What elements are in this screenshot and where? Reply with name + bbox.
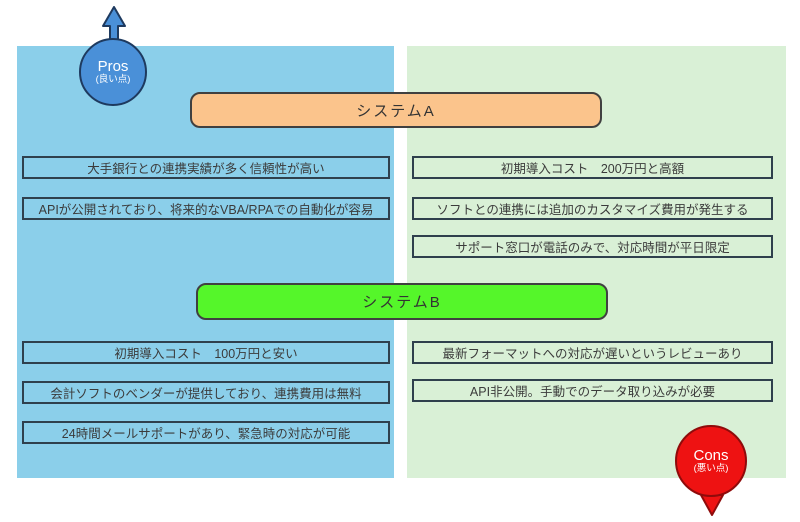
system-b-con-item: API非公開。手動でのデータ取り込みが必要 <box>412 379 773 402</box>
system-a-pro-item: 大手銀行との連携実績が多く信頼性が高い <box>22 156 390 179</box>
up-arrow-icon <box>102 6 126 51</box>
cons-sublabel: (悪い点) <box>693 463 729 475</box>
system-b-title: システムB <box>362 294 442 311</box>
system-a-pro-item: APIが公開されており、将来的なVBA/RPAでの自動化が容易 <box>22 197 390 220</box>
system-a-title: システムA <box>356 102 436 120</box>
pros-badge: Pros (良い点) <box>79 38 147 106</box>
system-b-pro-item: 24時間メールサポートがあり、緊急時の対応が可能 <box>22 421 390 444</box>
cons-label: Cons <box>693 446 729 464</box>
system-a-con-item: ソフトとの連携には追加のカスタマイズ費用が発生する <box>412 197 773 220</box>
cons-badge: Cons (悪い点) <box>675 425 747 497</box>
system-a-con-item: サポート窓口が電話のみで、対応時間が平日限定 <box>412 235 773 258</box>
system-a-con-item: 初期導入コスト 200万円と高額 <box>412 156 773 179</box>
pros-sublabel: (良い点) <box>95 74 131 86</box>
system-b-header: システムB <box>196 283 608 320</box>
system-b-pro-item: 会計ソフトのベンダーが提供しており、連携費用は無料 <box>22 381 390 404</box>
system-b-con-item: 最新フォーマットへの対応が遅いというレビューあり <box>412 341 773 364</box>
pros-label: Pros <box>97 57 129 75</box>
system-a-header: システムA <box>190 92 602 128</box>
system-b-pro-item: 初期導入コスト 100万円と安い <box>22 341 390 364</box>
